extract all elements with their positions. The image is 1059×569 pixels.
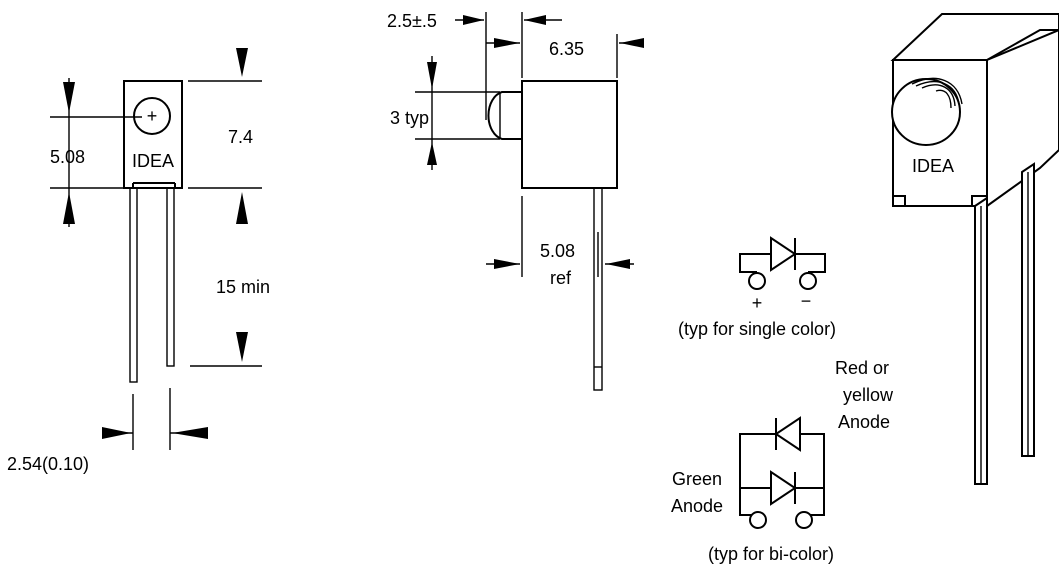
front-view: + IDEA 5.08 7.4 15 min 2.54(0.10) [7,48,270,474]
diode-icon [770,470,797,506]
iso-lens-detail [935,89,952,109]
arrow-icon [63,192,75,224]
green-anode-line2: Anode [671,496,723,516]
iso-lens [891,78,961,146]
iso-lens-detail [921,84,956,107]
single-color-caption: (typ for single color) [678,319,836,339]
red-anode-line2: yellow [843,385,894,405]
front-lead-right [166,187,175,367]
dim-height-label: 5.08 [50,147,85,167]
bicolor-caption: (typ for bi-color) [708,544,834,564]
side-lens [487,91,522,140]
isometric-view: IDEA [890,13,1059,485]
schematic-bicolor: Red or yellow Anode Green Anode (typ for… [671,358,894,564]
plus-label: + [752,293,763,313]
arrow-icon [494,38,520,48]
front-lead-left [129,187,138,383]
dim-lead-ref-value: 5.08 [540,241,575,261]
green-anode-line1: Green [672,469,722,489]
arrow-icon [427,142,437,165]
arrow-icon [427,62,437,89]
arrow-icon [63,82,75,113]
red-anode-line1: Red or [835,358,889,378]
arrow-icon [494,259,520,269]
arrow-icon [606,259,630,269]
side-body [521,80,618,189]
side-view: 2.5±.5 6.35 3 typ 5.08 ref [387,11,644,391]
front-pin-sign: + [147,106,158,126]
iso-marking: IDEA [912,156,954,176]
arrow-icon [463,15,484,25]
dim-body-depth-label: 6.35 [549,39,584,59]
red-anode-line3: Anode [838,412,890,432]
diode-icon [774,416,801,452]
dim-lens-label: 3 typ [390,108,429,128]
iso-bottom-notch [893,195,987,207]
dim-pitch-label: 2.54(0.10) [7,454,89,474]
terminal-cathode [799,272,817,290]
arrow-icon [524,15,546,25]
schematic-single-color: + − (typ for single color) [678,236,836,339]
terminal-green [749,511,767,529]
terminal-red [795,511,813,529]
dim-lead-ref-unit: ref [550,268,572,288]
arrow-icon [236,192,248,224]
dim-body-height-label: 7.4 [228,127,253,147]
iso-side-face [986,28,1059,208]
front-body [123,80,183,189]
iso-lens-detail [911,77,963,105]
schematic-wire [739,433,825,516]
arrow-icon [172,427,208,439]
minus-label: − [801,291,812,311]
side-lead [593,187,603,391]
dim-lens-offset-label: 2.5±.5 [387,11,437,31]
front-lens-circle [133,97,171,135]
iso-lens-detail [915,81,960,105]
terminal-anode [748,272,766,290]
arrow-icon [620,38,644,48]
arrow-icon [102,427,131,439]
dim-lead-length-label: 15 min [216,277,270,297]
front-marking: IDEA [132,151,174,171]
arrow-icon [236,332,248,362]
arrow-icon [236,48,248,77]
diode-icon [770,236,797,272]
